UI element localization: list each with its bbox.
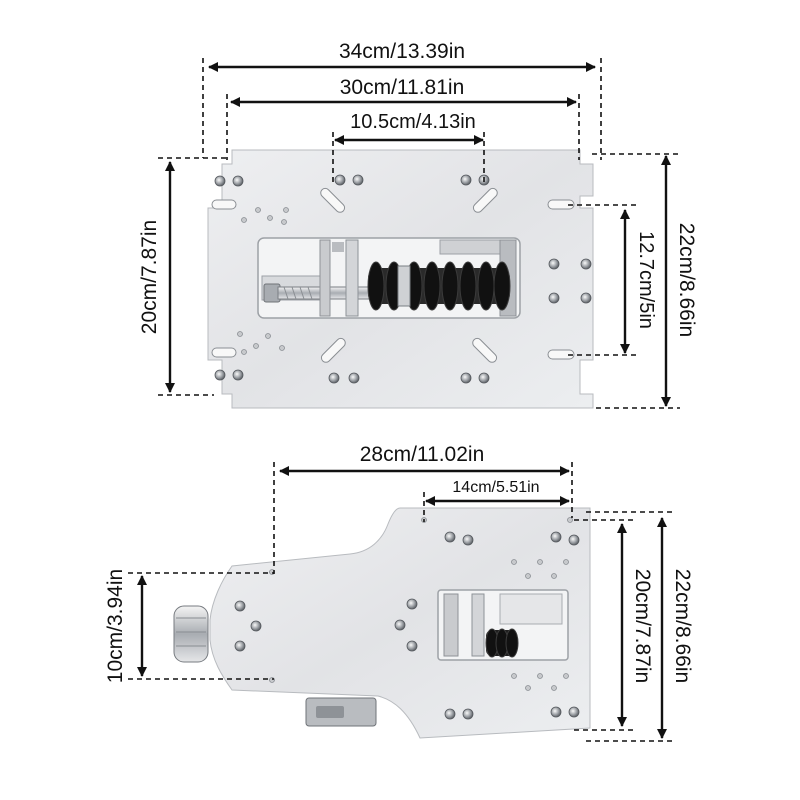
top-label-slot-spacing: 10.5cm/4.13in xyxy=(350,111,476,133)
top-label-inner-height: 12.7cm/5in xyxy=(635,231,657,329)
top-label-overall-height: 22cm/8.66in xyxy=(675,223,698,337)
top-label-overall-width: 34cm/13.39in xyxy=(339,40,465,63)
top-shock-assembly xyxy=(261,239,517,317)
bottom-label-front-spacing: 14cm/5.51in xyxy=(452,479,539,496)
bottom-dimension-labels: 28cm/11.02in 14cm/5.51in 10cm/3.94in 20c… xyxy=(104,443,694,683)
top-label-left-height: 20cm/7.87in xyxy=(138,220,161,334)
bottom-shock-assembly xyxy=(443,593,563,658)
top-dimension-lines xyxy=(165,62,671,407)
top-extension-lines xyxy=(158,58,680,409)
bottom-bolts xyxy=(234,531,580,720)
bottom-label-inner-height: 20cm/7.87in xyxy=(631,569,654,683)
top-dimension-labels: 34cm/13.39in 30cm/11.81in 10.5cm/4.13in … xyxy=(138,40,698,337)
bottom-label-length: 28cm/11.02in xyxy=(360,443,485,466)
bottom-label-left-height: 10cm/3.94in xyxy=(104,569,127,683)
top-bolts xyxy=(214,174,592,384)
bottom-extension-lines xyxy=(128,462,676,742)
bottom-label-overall-height: 22cm/8.66in xyxy=(671,569,694,683)
bottom-dimension-lines xyxy=(137,466,667,739)
top-label-hole-width: 30cm/11.81in xyxy=(340,76,465,99)
